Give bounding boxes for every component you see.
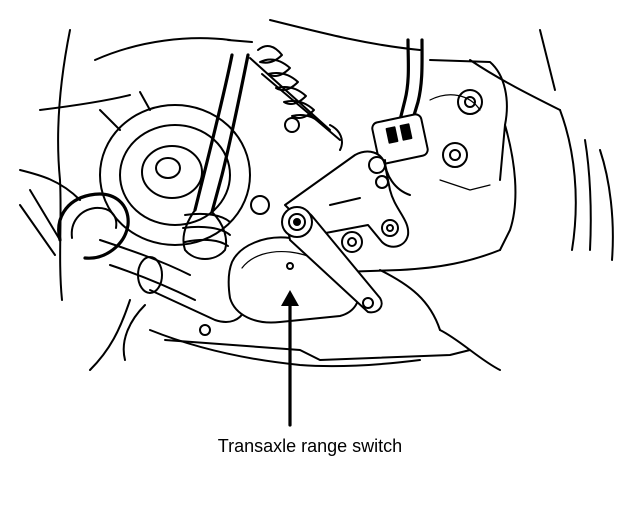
mounting-bolts bbox=[199, 89, 483, 336]
lower-arm bbox=[99, 239, 246, 361]
callout-arrow bbox=[281, 290, 299, 427]
pulley-cover bbox=[99, 91, 251, 246]
transaxle-housing bbox=[19, 19, 614, 371]
range-switch bbox=[227, 206, 383, 324]
wire-connector bbox=[371, 38, 429, 196]
callout-label: Transaxle range switch bbox=[217, 436, 403, 456]
cable-bracket bbox=[19, 189, 130, 260]
return-spring bbox=[249, 45, 343, 151]
shift-cable bbox=[182, 39, 253, 260]
